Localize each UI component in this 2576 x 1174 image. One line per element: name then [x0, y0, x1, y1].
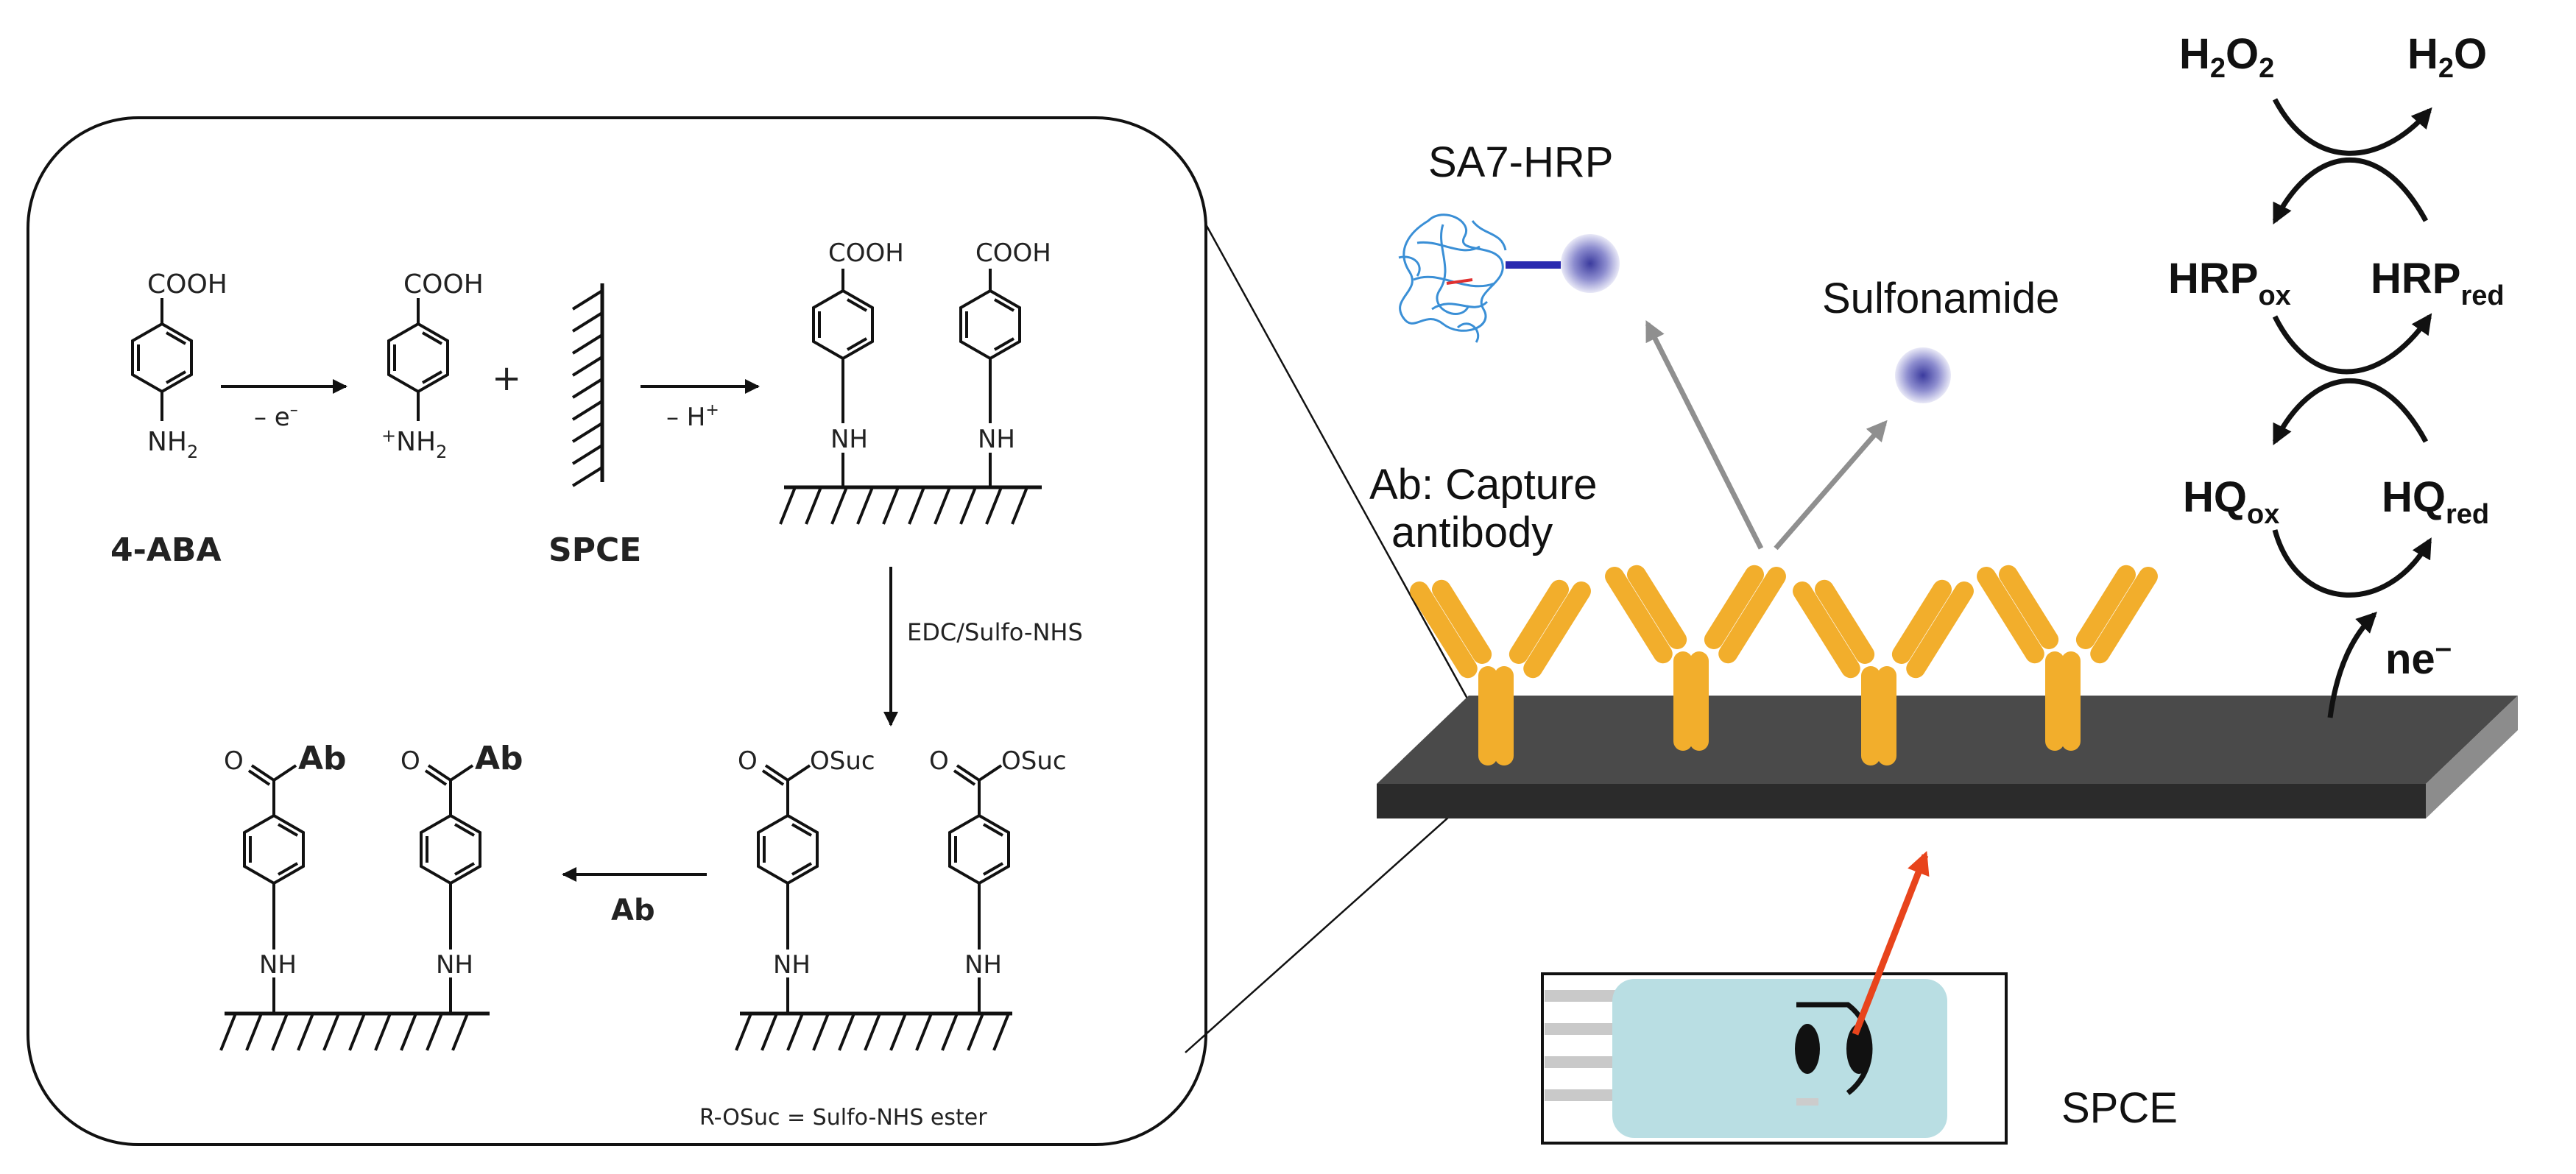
electrode-platform	[1377, 696, 2518, 818]
svg-text:+NH2: +NH2	[381, 425, 447, 462]
grafted-2-group: COOH	[975, 238, 1051, 268]
4aba-label: 4-ABA	[110, 531, 222, 569]
sulfonamide-label: Sulfonamide	[1822, 275, 2059, 322]
grafted-2-link: NH	[978, 425, 1015, 454]
cycle-arrow-3	[2272, 529, 2432, 598]
conjugated-pair: O Ab NH O Ab NH	[219, 740, 523, 1051]
protein-structure-icon	[1398, 213, 1507, 343]
oxidation-sup: –	[290, 401, 298, 420]
electrode-side	[2426, 696, 2518, 818]
linker	[1506, 261, 1561, 269]
hrp-red-label: HRPred	[2371, 255, 2505, 311]
deprotonation-sup: +	[705, 401, 719, 420]
cycle-arrow-2b	[2272, 378, 2429, 446]
enzymatic-cycle: H2O2 H2O HRPox HRPred HQox HQred ne–	[2168, 30, 2505, 718]
capture-label: Ab: Capture antibody	[1369, 461, 1609, 556]
electrode-top	[1377, 696, 2518, 784]
electron-arrow	[2327, 612, 2377, 718]
hq-red-label: HQred	[2382, 473, 2489, 530]
conjugated-2-link: NH	[436, 950, 473, 980]
capture-label-line1: Ab: Capture	[1369, 461, 1598, 509]
activated-1-group: OSuc	[810, 746, 875, 776]
working-electrode-2	[1846, 1024, 1871, 1074]
electrode-front	[1377, 784, 2426, 818]
zoom-line-bottom	[1185, 772, 1499, 1053]
conjugated-2-carbonyl: O	[400, 746, 420, 776]
cycle-arrow-1a	[2272, 98, 2432, 156]
sa7-hrp: SA7-HRP	[1398, 138, 1620, 343]
svg-text:NH2: NH2	[147, 427, 198, 462]
activated-2-link: NH	[964, 950, 1002, 980]
coupling-label: Ab	[611, 894, 655, 927]
sulfonamide-bead	[1895, 347, 1951, 403]
molecule-diazonium: COOH +NH2	[381, 269, 484, 462]
diazonium-amine-sub: 2	[436, 442, 447, 462]
h2o-label: H2O	[2407, 30, 2487, 84]
activated-1-link: NH	[773, 950, 811, 980]
antibody-3	[1793, 579, 1974, 765]
4aba-cooh: COOH	[147, 269, 227, 300]
svg-text:– e–: – e–	[254, 401, 298, 432]
plus-sign: +	[492, 358, 521, 399]
h2o2-label: H2O2	[2179, 30, 2274, 84]
svg-text:– H+: – H+	[666, 401, 719, 432]
activated-2-group: OSuc	[1001, 746, 1067, 776]
gray-arrow-sulfonamide	[1774, 420, 1888, 551]
conjugated-1-link: NH	[259, 950, 297, 980]
diazonium-cooh: COOH	[403, 269, 484, 300]
hrp-ox-label: HRPox	[2168, 255, 2291, 311]
inset-panel: COOH NH2 4-ABA – e– COOH +NH2 +	[27, 116, 1539, 1146]
grafted-1-link: NH	[830, 425, 868, 454]
inset-frame	[27, 116, 1207, 1146]
sa7-label: SA7-HRP	[1428, 138, 1613, 186]
antibody-4	[1977, 565, 2158, 751]
spce-surface-vertical: SPCE	[548, 283, 641, 569]
conjugated-2-group: Ab	[475, 740, 523, 777]
grafted-1-group: COOH	[828, 238, 904, 268]
deprotonation-label: – H	[666, 403, 705, 432]
activated-2-carbonyl: O	[929, 746, 949, 776]
sulfonamide: Sulfonamide	[1822, 275, 2059, 403]
4aba-amine-sub: 2	[187, 442, 198, 462]
oxidation-label: – e	[254, 403, 290, 432]
spce-card-pad	[1612, 979, 1947, 1138]
grafted-pair: COOH NH COOH NH	[779, 238, 1051, 525]
gray-arrow-sa7	[1645, 320, 1764, 550]
capture-antibodies	[1410, 565, 2158, 765]
conjugated-1-carbonyl: O	[224, 746, 244, 776]
cycle-arrow-2a	[2272, 313, 2432, 375]
red-arrow	[1852, 851, 1930, 1036]
zoom-line-top	[1204, 224, 1500, 755]
diazonium-amine: NH	[396, 427, 436, 457]
molecule-4aba: COOH NH2 4-ABA	[110, 269, 227, 569]
diazonium-charge: +	[381, 425, 396, 446]
activated-1-carbonyl: O	[738, 746, 758, 776]
conjugated-1-group: Ab	[298, 740, 347, 777]
working-electrode-1	[1795, 1024, 1820, 1074]
sa7-bead	[1561, 234, 1620, 293]
cycle-arrow-1b	[2272, 157, 2429, 225]
activation-label: EDC/Sulfo-NHS	[907, 618, 1083, 646]
antibody-1	[1410, 579, 1591, 765]
spce-card: SPCE	[1541, 972, 2178, 1145]
antibody-2	[1605, 565, 1786, 751]
hq-ox-label: HQox	[2183, 473, 2279, 530]
spce-card-label: SPCE	[2061, 1084, 2178, 1132]
abbreviation-note: R-OSuc = Sulfo-NHS ester	[699, 1105, 987, 1131]
activated-pair: O OSuc NH O OSuc NH	[699, 746, 1067, 1131]
4aba-amine: NH	[147, 427, 187, 457]
spce-inset-label: SPCE	[548, 531, 641, 569]
electron-label: ne–	[2385, 632, 2452, 683]
capture-label-line2: antibody	[1391, 509, 1553, 556]
